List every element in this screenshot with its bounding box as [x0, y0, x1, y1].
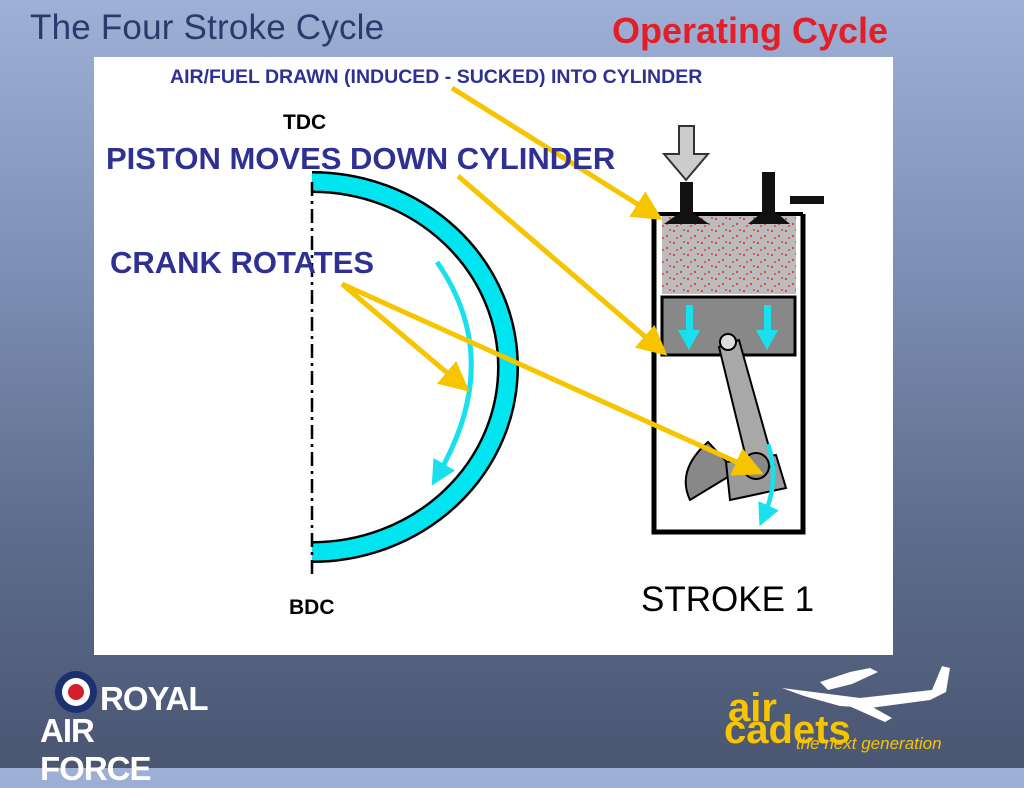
crank-rotation-arrow [758, 443, 779, 527]
exhaust-valve [748, 172, 824, 224]
engine-diagram [310, 85, 824, 578]
air-cadets-logo: air cadets the next generation [720, 660, 1010, 760]
piston-pointer [456, 174, 668, 356]
piston-down-arrows [678, 305, 778, 350]
intake-flow-icon [661, 125, 711, 182]
cadets-logo-cadets: cadets [724, 708, 851, 752]
slide-title: The Four Stroke Cycle [30, 8, 385, 47]
cadets-logo-air: air [728, 686, 777, 730]
connecting-rod [717, 338, 776, 476]
raf-logo: ROYAL AIR FORCE [40, 668, 210, 787]
intake-valve [664, 182, 709, 224]
cadets-tagline: the next generation [796, 734, 942, 753]
cylinder [651, 212, 806, 535]
pointer-arrows [340, 85, 764, 476]
crank-pointer-engine [340, 281, 764, 476]
crank-counterweight [684, 440, 738, 502]
piston-label: PISTON MOVES DOWN CYLINDER [106, 141, 616, 176]
intake-pointer [450, 85, 663, 220]
tdc-label: TDC [283, 111, 327, 134]
gudgeon-pin [719, 333, 737, 351]
rotation-arrow [431, 260, 474, 486]
raf-logo-line1: ROYAL [100, 680, 208, 717]
bdc-label: BDC [289, 596, 335, 619]
crank-label: CRANK ROTATES [110, 245, 375, 280]
slide-subtitle: Operating Cycle [612, 10, 889, 51]
crank-path-arc [311, 171, 519, 563]
intake-label: AIR/FUEL DRAWN (INDUCED - SUCKED) INTO C… [170, 66, 703, 88]
raf-logo-line2: AIR FORCE [40, 712, 152, 787]
stroke-label: STROKE 1 [641, 580, 815, 619]
raf-roundel-icon [55, 671, 97, 713]
crank-pointer-arc [340, 282, 470, 392]
aircraft-icon [782, 666, 950, 722]
